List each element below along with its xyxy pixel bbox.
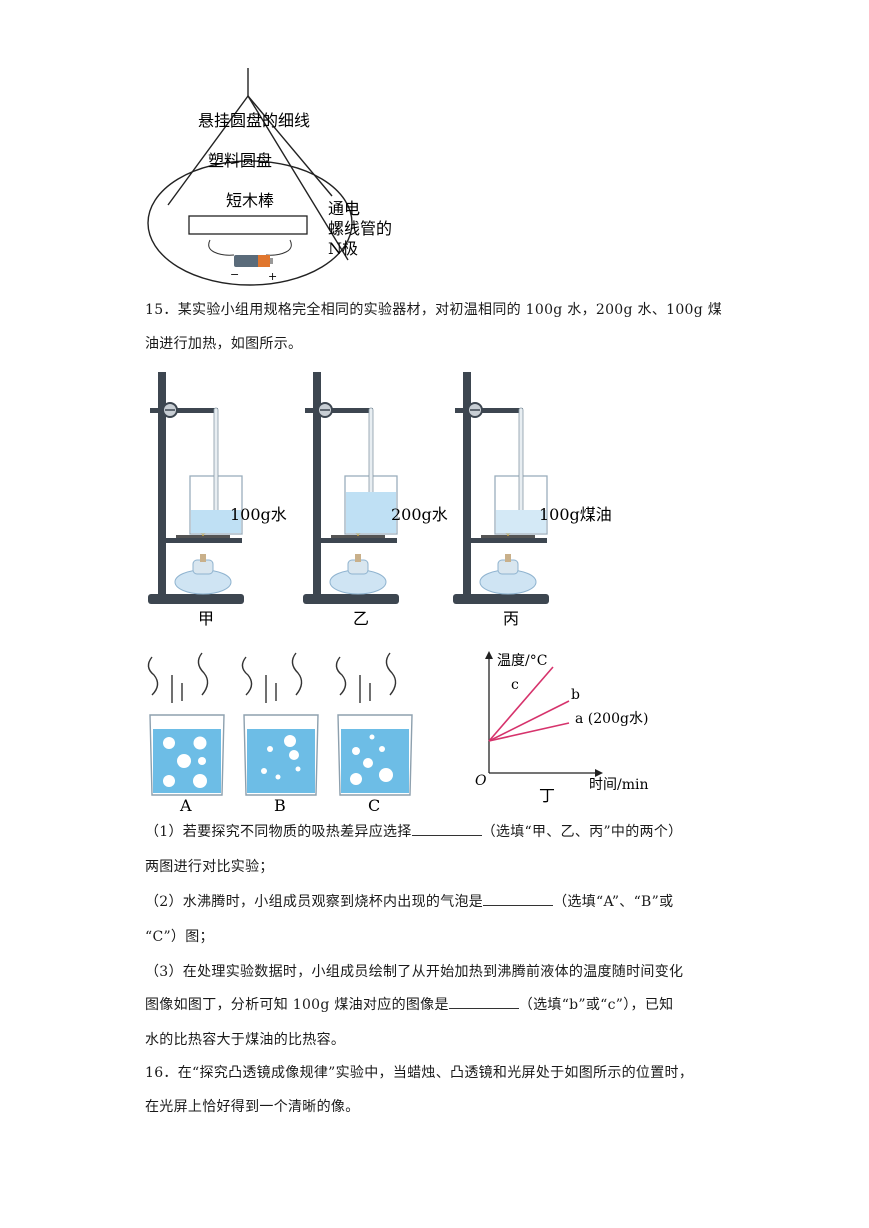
battery-minus: − [230,268,239,281]
q16-line2: 在光屏上恰好得到一个清晰的像。 [145,1099,360,1115]
series-a-label: a (200g水) [575,711,648,727]
q3-answer-blank[interactable] [448,996,519,1009]
q2-text-b: （选填“A”、“B”或 [553,894,674,910]
beaker-A-caption: A [179,796,192,815]
stand-1-label: 100g水 [230,505,287,524]
chart-caption: 丁 [539,786,555,805]
stand-3-caption: 丙 [503,609,519,628]
battery-icon [234,255,273,267]
coil-label-3: N极 [328,239,358,258]
q2-answer-blank[interactable] [483,893,554,906]
q15-intro-line1: 15．某实验小组用规格完全相同的实验器材，对初温相同的 100g 水，200g … [145,302,723,318]
q3-line1: （3）在处理实验数据时，小组成员绘制了从开始加热到沸腾前液体的温度随时间变化 [145,964,684,980]
series-c-label: c [511,677,519,693]
stand-3-label: 100g煤油 [539,505,612,524]
wooden-stick [188,215,308,235]
q1-line2: 两图进行对比实验； [145,859,274,875]
y-axis-label: 温度/°C [497,653,547,669]
q1-answer-blank[interactable] [411,823,482,836]
q3-text-b: 图像如图丁，分析可知 100g 煤油对应的图像是 [145,997,449,1013]
stand-1-caption: 甲 [198,609,214,628]
stand-2-label: 200g水 [391,505,448,524]
temperature-time-chart: 温度/°C 时间/min O 丁 c b a (200g水) [475,651,649,805]
series-c-line [488,666,554,742]
coil-label-2: 螺线管的 [328,219,392,238]
stand-2-caption: 乙 [353,609,369,628]
q1-text-b: （选填“甲、乙、丙”中的两个） [481,824,683,840]
boiling-beakers-figure: A B C [147,652,413,815]
beaker-B-caption: B [274,796,286,815]
q2-line1: （2）水沸腾时，小组成员观察到烧杯内出现的气泡是 （选填“A”、“B”或 [145,892,725,912]
beaker-B: B [241,652,319,815]
q3-line2: 图像如图丁，分析可知 100g 煤油对应的图像是 （选填“b”或“c”），已知 [145,995,725,1015]
suspended-disk-figure: − + 悬挂圆盘的细线 塑料圆盘 短木棒 通电 螺线管的 N极 [147,68,392,286]
series-b-line [488,700,570,742]
q16-line1: 16．在“探究凸透镜成像规律”实验中，当蜡烛、凸透镜和光屏处于如图所示的位置时， [145,1065,694,1081]
q3-text-c: （选填“b”或“c”），已知 [518,997,674,1013]
q2-line2: “C”）图； [145,929,214,945]
beaker-A: A [147,652,225,815]
origin-label: O [475,773,487,789]
q1-line1: （1）若要探究不同物质的吸热差异应选择 （选填“甲、乙、丙”中的两个） [145,822,725,842]
battery-plus: + [268,270,277,283]
series-b-label: b [571,687,580,703]
y-axis-arrow [485,651,493,659]
q15-intro-line2: 油进行加热，如图所示。 [145,336,303,352]
stick-label: 短木棒 [226,191,274,210]
q1-text-a: （1）若要探究不同物质的吸热差异应选择 [145,824,412,840]
series-a-line [488,722,570,742]
disk-label: 塑料圆盘 [208,151,272,170]
beaker-C-caption: C [368,796,380,815]
q3-line3: 水的比热容大于煤油的比热容。 [145,1032,346,1048]
thread-label: 悬挂圆盘的细线 [198,111,310,130]
x-axis-arrow [595,769,603,777]
beaker-C: C [335,652,413,815]
x-axis-label: 时间/min [589,777,649,793]
coil-label-1: 通电 [328,199,360,218]
q2-text-a: （2）水沸腾时，小组成员观察到烧杯内出现的气泡是 [145,894,484,910]
heating-stands-figure: 100g水 甲 200g水 乙 100g煤油 丙 [147,371,612,628]
